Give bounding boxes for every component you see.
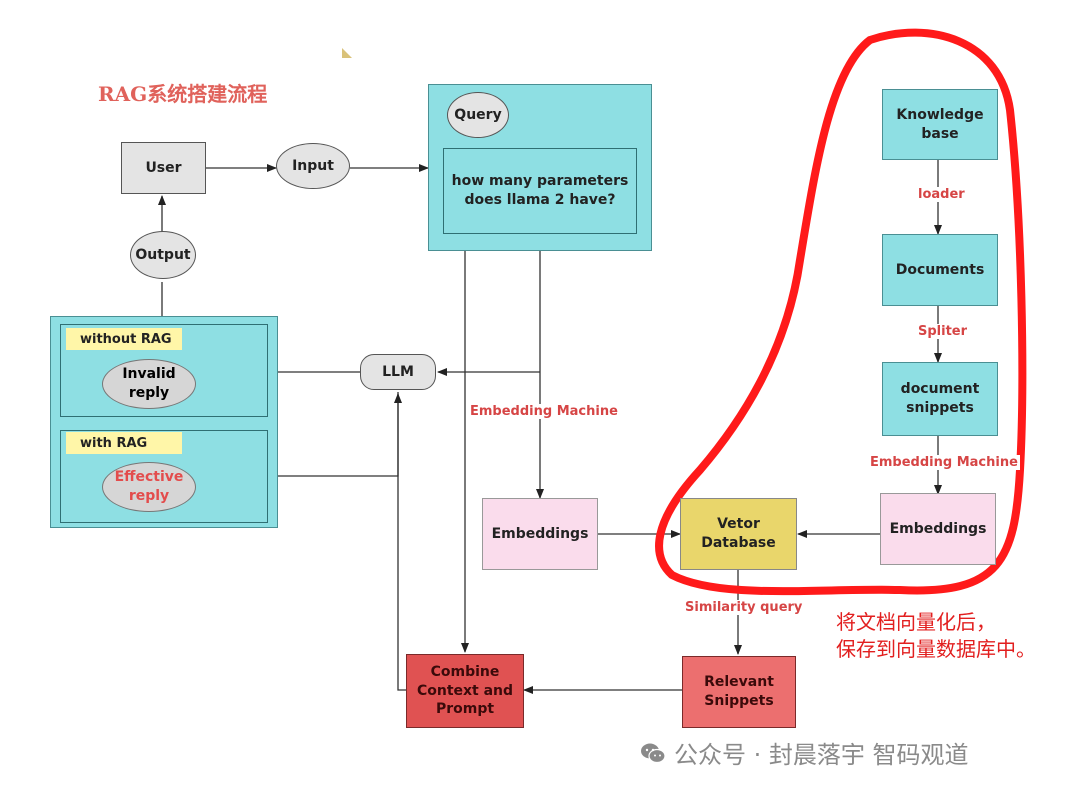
- vectorize-annotation: 将文档向量化后， 保存到向量数据库中。: [836, 610, 1036, 661]
- relevant-snippets-node: Relevant Snippets: [682, 656, 796, 728]
- page-title: RAG系统搭建流程: [98, 82, 268, 106]
- without-rag-note: without RAG: [66, 328, 182, 350]
- documents-node: Documents: [882, 234, 998, 306]
- with-rag-note: with RAG: [66, 432, 182, 454]
- question-box: how many parameters does llama 2 have?: [443, 148, 637, 234]
- loader-label: loader: [916, 187, 967, 202]
- edge-combine-llm: [394, 393, 406, 691]
- invalid-reply-cloud: Invalid reply: [102, 359, 196, 409]
- spliter-label: Spliter: [916, 324, 970, 339]
- edge-llm-with: [265, 392, 399, 480]
- user-node: User: [121, 142, 206, 194]
- combine-node: Combine Context and Prompt: [406, 654, 524, 728]
- document-snippets-node: document snippets: [882, 362, 998, 436]
- effective-reply-cloud: Effective reply: [102, 462, 196, 512]
- embedding-machine-label-right: Embedding Machine: [868, 455, 1020, 470]
- output-bubble: Output: [130, 231, 196, 279]
- watermark: 公众号 · 封晨落宇 智码观道: [640, 735, 969, 770]
- embeddings-right-node: Embeddings: [880, 493, 996, 565]
- embedding-machine-label-left: Embedding Machine: [468, 404, 620, 419]
- embeddings-left-node: Embeddings: [482, 498, 598, 570]
- cursor-triangle: [342, 48, 352, 58]
- input-bubble: Input: [276, 143, 350, 189]
- vector-database-node: Vetor Database: [680, 498, 797, 570]
- knowledge-base-node: Knowledge base: [882, 89, 998, 160]
- similarity-query-label: Similarity query: [683, 600, 805, 615]
- watermark-text: 公众号 · 封晨落宇 智码观道: [674, 741, 969, 769]
- query-bubble: Query: [447, 92, 509, 138]
- wechat-icon: [640, 742, 666, 764]
- llm-node: LLM: [360, 354, 436, 390]
